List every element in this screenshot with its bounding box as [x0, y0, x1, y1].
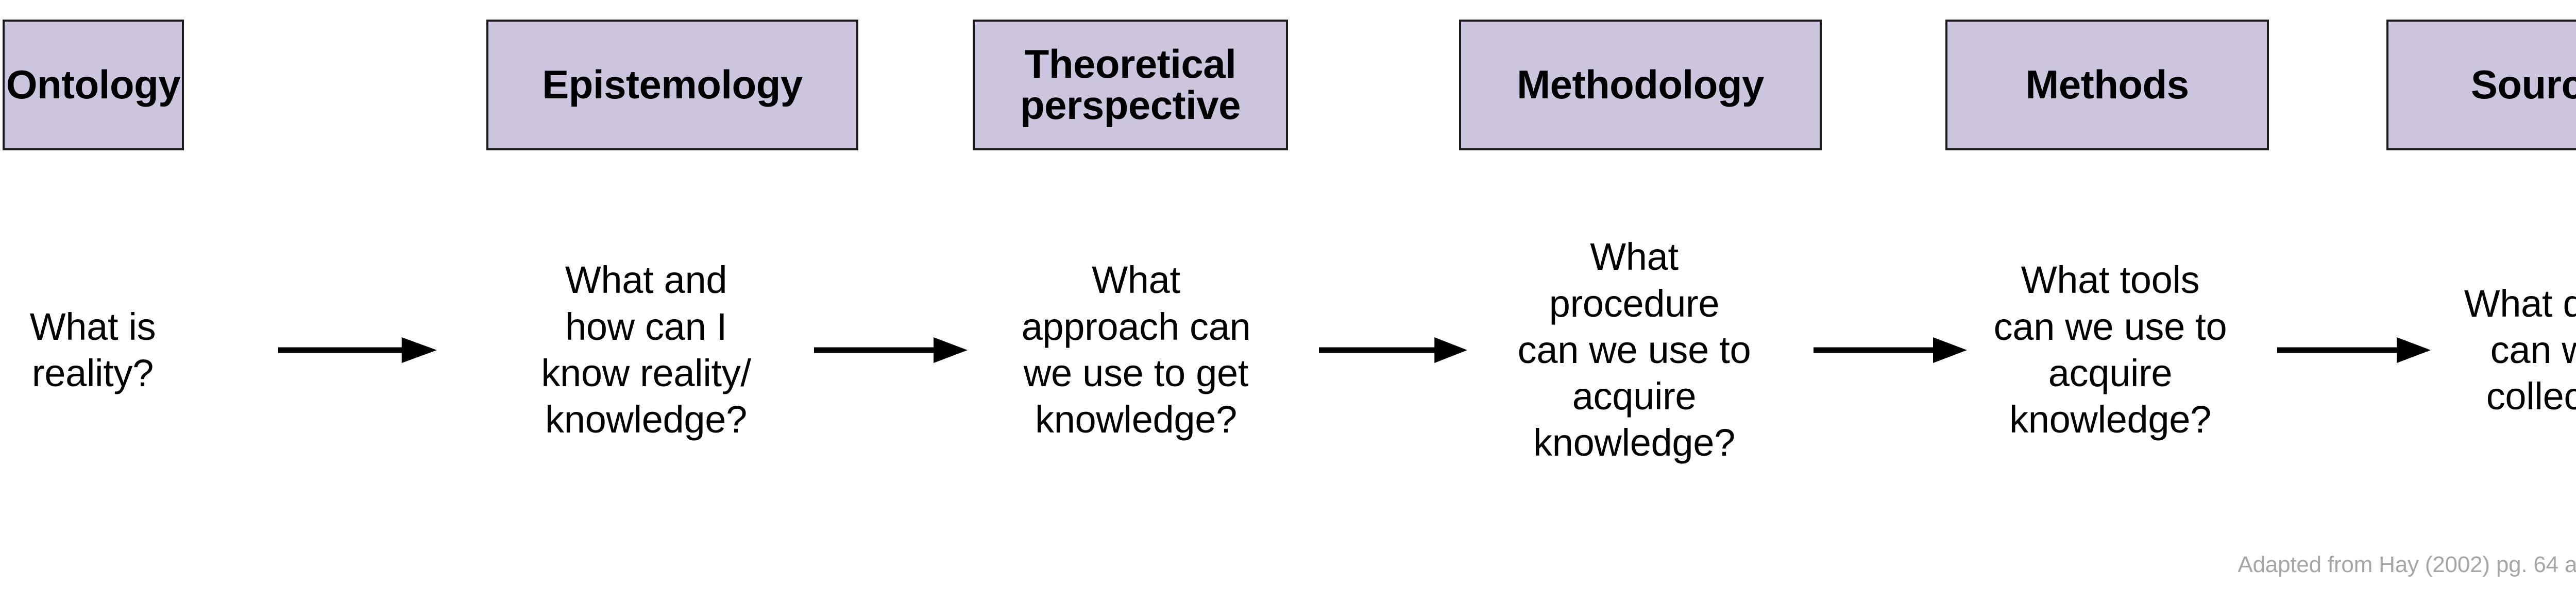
question-cell-ontology: What is reality? — [0, 170, 185, 530]
citation-note: Adapted from Hay (2002) pg. 64 and Crott… — [2238, 552, 2576, 577]
arrow-right-icon-4 — [1814, 335, 1968, 366]
arrow-right-icon-5 — [2277, 335, 2432, 366]
question-text-methodology: What procedure can we use to acquire kno… — [1517, 235, 1751, 464]
question-cell-epistemology: What and how can I know reality/ knowled… — [486, 170, 806, 530]
question-cell-theoretical-perspective: What approach can we use to get knowledg… — [958, 170, 1314, 530]
stage-box-row: Ontology Epistemology Theoretical perspe… — [0, 20, 2576, 150]
stage-box-label-sources: Sources — [2470, 62, 2576, 108]
stage-box-methods[interactable]: Methods — [1945, 20, 2269, 150]
stage-box-label-theoretical-perspective: Theoretical perspective — [1020, 41, 1241, 128]
stage-box-methodology[interactable]: Methodology — [1459, 20, 1822, 150]
stage-box-label-epistemology: Epistemology — [542, 62, 803, 108]
question-text-ontology: What is reality? — [29, 305, 156, 394]
stage-box-label-methods: Methods — [2025, 62, 2189, 108]
question-text-epistemology: What and how can I know reality/ knowled… — [541, 258, 751, 441]
stage-box-theoretical-perspective[interactable]: Theoretical perspective — [973, 20, 1288, 150]
stage-box-sources[interactable]: Sources — [2386, 20, 2576, 150]
question-cell-sources: What data can we collect? — [2421, 170, 2576, 530]
stage-box-label-ontology: Ontology — [6, 62, 181, 108]
arrow-right-icon-2 — [814, 335, 969, 366]
question-cell-methods: What tools can we use to acquire knowled… — [1945, 170, 2275, 530]
stage-box-ontology[interactable]: Ontology — [3, 20, 184, 150]
question-flow-row: What is reality? What and how can I know… — [0, 170, 2576, 530]
arrow-right-icon-3 — [1319, 335, 1468, 366]
question-text-sources: What data can we collect? — [2464, 282, 2576, 418]
stage-box-epistemology[interactable]: Epistemology — [486, 20, 858, 150]
question-text-theoretical-perspective: What approach can we use to get knowledg… — [1021, 258, 1251, 441]
stage-box-label-methodology: Methodology — [1517, 62, 1764, 108]
question-cell-methodology: What procedure can we use to acquire kno… — [1461, 170, 1807, 530]
arrow-right-icon-1 — [278, 335, 438, 366]
question-text-methods: What tools can we use to acquire knowled… — [1993, 258, 2227, 441]
